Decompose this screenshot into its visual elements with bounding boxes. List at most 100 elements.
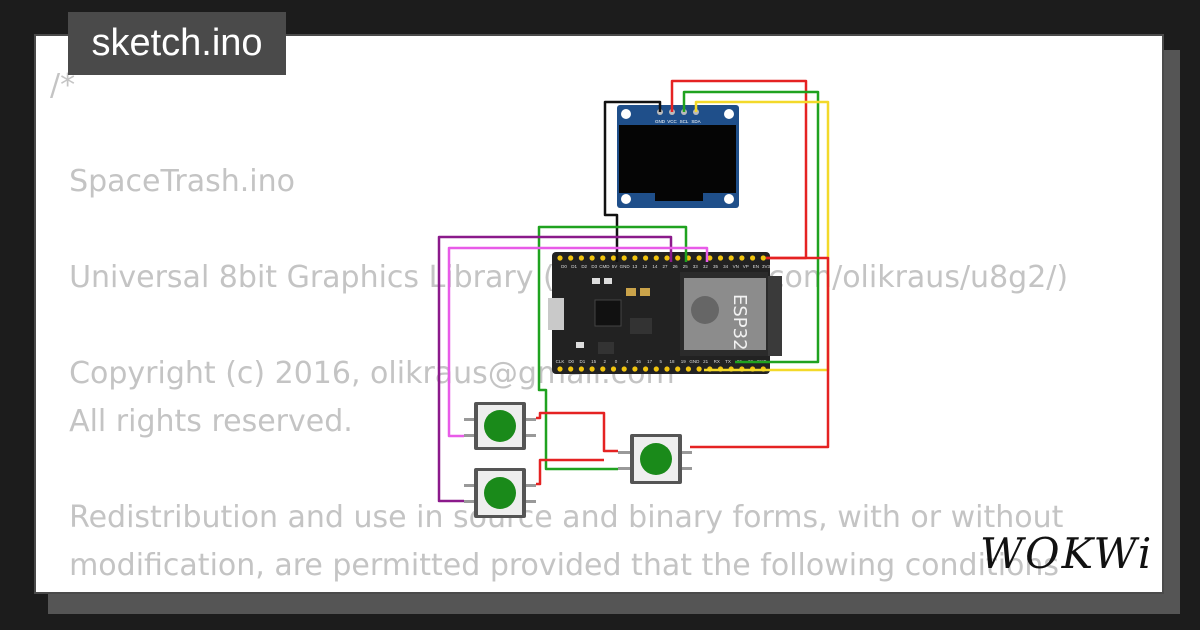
wire-green xyxy=(537,225,688,471)
esp32-pin-label: 34 xyxy=(723,264,729,269)
esp32-pin xyxy=(739,255,745,261)
esp32-pin-label: CMD xyxy=(599,264,610,269)
esp32-pin xyxy=(632,366,638,372)
esp32-pin xyxy=(568,366,574,372)
esp32-pin xyxy=(621,366,627,372)
esp32-pin xyxy=(707,255,713,261)
esp32-pin-row xyxy=(557,255,766,372)
wokwi-logo: WOKWi xyxy=(980,529,1150,576)
esp32-pin xyxy=(643,255,649,261)
esp32-pin xyxy=(621,255,627,261)
esp32-pin xyxy=(653,255,659,261)
pushbutton[interactable] xyxy=(618,434,692,484)
esp32-pin-label: D1 xyxy=(580,359,586,364)
esp32-pin-label: GND xyxy=(620,264,631,269)
esp32-pin-label: 21 xyxy=(703,359,709,364)
esp32-pin xyxy=(696,255,702,261)
esp32-pin-label: 14 xyxy=(652,264,658,269)
oled-pin-label: SCL xyxy=(680,119,689,124)
esp32-pin xyxy=(643,366,649,372)
wire-green xyxy=(682,90,820,364)
oled-screen xyxy=(619,125,736,193)
esp32-pin-label: RX xyxy=(714,359,720,364)
esp32-pin xyxy=(578,366,585,372)
code-preview: /* SpaceTrash.ino Universal 8bit Graphic… xyxy=(50,62,1068,590)
usb-port xyxy=(548,298,564,330)
esp32-pin xyxy=(685,366,692,372)
esp32-pin xyxy=(750,255,756,261)
esp32-pin-label: 16 xyxy=(636,359,642,364)
esp32-pin-label: 18 xyxy=(669,359,675,364)
esp32-pin xyxy=(600,255,606,261)
esp32-pin xyxy=(632,255,638,261)
wire-purple xyxy=(437,235,673,503)
button-cap xyxy=(640,443,672,475)
esp32-pin xyxy=(600,366,606,372)
code-line: Redistribution and use in source and bin… xyxy=(50,500,1064,535)
wire-black xyxy=(603,100,662,262)
esp32-pin xyxy=(578,255,585,261)
esp32-pin-label: 0 xyxy=(615,359,618,364)
esp32-pin-label: D1 xyxy=(571,264,577,269)
esp32-pin xyxy=(675,255,681,261)
esp32-pin xyxy=(653,366,659,372)
oled-display[interactable]: GND VCC SCL SDA xyxy=(617,105,739,208)
esp32-label: ESP32 xyxy=(729,294,750,351)
esp32-pin xyxy=(760,255,766,261)
esp32-pin xyxy=(717,255,724,261)
esp32-pin xyxy=(664,366,670,372)
esp32-pin-label: 32 xyxy=(703,264,709,269)
esp32-pin-label: 3V3 xyxy=(762,264,771,269)
esp32-pin-label: TX xyxy=(725,359,731,364)
esp32-pin-label: 15 xyxy=(591,359,597,364)
esp32-pin-label: VN xyxy=(733,264,739,269)
wire-magenta xyxy=(447,246,709,438)
esp32-pin-label: D0 xyxy=(561,264,567,269)
button-cap xyxy=(484,410,516,442)
esp32-pin-label: EN xyxy=(753,264,759,269)
button-cap xyxy=(484,477,516,509)
pushbutton[interactable] xyxy=(464,402,536,450)
esp32-pin-label: GND xyxy=(689,359,700,364)
esp32-pin-label: 26 xyxy=(673,264,679,269)
esp32-pin-label: 12 xyxy=(642,264,648,269)
esp32-pin-label: D3 xyxy=(591,264,597,269)
esp32-pin-label: 4 xyxy=(626,359,629,364)
esp32-pin-label: 13 xyxy=(632,264,638,269)
esp32-pin-label: 17 xyxy=(647,359,653,364)
esp32-pin-label: 25 xyxy=(683,264,689,269)
esp32-pin xyxy=(664,255,670,261)
code-line: SpaceTrash.ino xyxy=(50,164,296,199)
esp32-pin xyxy=(610,255,617,261)
esp32-pin-label: CLK xyxy=(556,359,565,364)
oled-pin-label: VCC xyxy=(667,119,677,124)
oled-pin-label: SDA xyxy=(691,119,700,124)
esp32-pin xyxy=(696,366,702,372)
esp32-pin xyxy=(568,255,574,261)
wire-red xyxy=(536,458,604,486)
code-line: All rights reserved. xyxy=(50,404,353,439)
esp32-pin xyxy=(675,366,681,372)
wokwi-logo-text: WOKWi xyxy=(980,529,1150,576)
esp32-pin-label: 19 xyxy=(681,359,687,364)
esp32-pin-label: VP xyxy=(743,264,749,269)
esp32-pin xyxy=(557,366,563,372)
pushbutton[interactable] xyxy=(464,468,536,518)
oled-pin-label: GND xyxy=(655,119,666,124)
wires xyxy=(437,79,830,503)
esp32-pin xyxy=(728,255,734,261)
esp32-pin-label: 33 xyxy=(693,264,699,269)
esp32-pin-label: 5 xyxy=(660,359,663,364)
wire-red xyxy=(536,411,618,453)
esp32-pin-label: D2 xyxy=(581,264,587,269)
esp32-pin-label: 35 xyxy=(713,264,719,269)
wire-red xyxy=(690,256,830,449)
file-tab[interactable]: sketch.ino xyxy=(68,12,286,75)
esp32-pin-label: 5V xyxy=(612,264,618,269)
esp32-pin xyxy=(557,255,563,261)
antenna xyxy=(768,276,782,356)
esp32-pin-label: 2 xyxy=(604,359,607,364)
